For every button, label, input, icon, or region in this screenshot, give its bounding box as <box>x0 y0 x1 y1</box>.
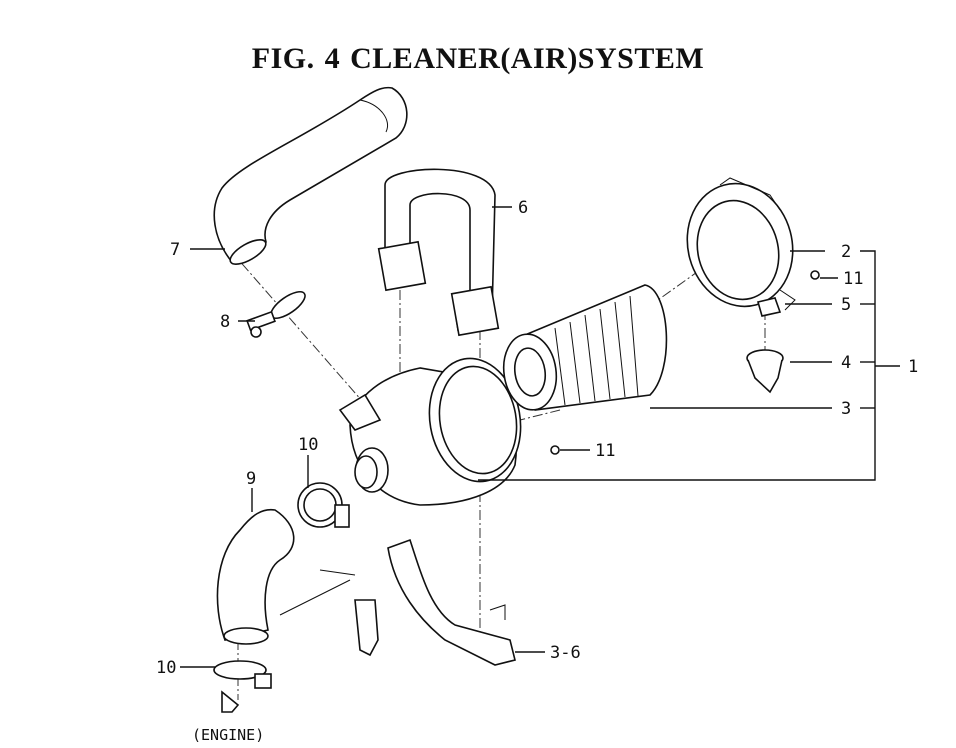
cleaner-cap <box>686 177 796 311</box>
callout-11-mid: 11 <box>595 441 615 461</box>
callout-7: 7 <box>170 240 180 260</box>
callout-10-mid: 10 <box>298 435 318 455</box>
callout-3-6: 3-6 <box>550 643 581 663</box>
callout-9: 9 <box>246 469 256 489</box>
callout-6: 6 <box>518 198 528 218</box>
callout-5: 5 <box>841 295 851 315</box>
hose-clamp-upper <box>246 290 306 338</box>
bracket-3-6 <box>279 538 516 666</box>
filter-element <box>502 284 668 411</box>
callout-11-top: 11 <box>843 269 863 289</box>
mounting-band <box>377 168 500 337</box>
callout-1: 1 <box>908 357 918 377</box>
leader-lines <box>180 206 900 668</box>
small-parts-11 <box>550 270 820 455</box>
evacuator-valve <box>746 349 784 394</box>
clip-5 <box>757 297 782 317</box>
lower-intake-hose <box>216 508 295 645</box>
hose-clamp-lower <box>213 660 272 713</box>
callout-3: 3 <box>841 399 851 419</box>
engine-label: (ENGINE) <box>192 726 264 744</box>
figure-title: FIG. 4 CLEANER(AIR)SYSTEM <box>251 42 705 75</box>
callout-8: 8 <box>220 312 230 332</box>
hose-clamp-middle <box>297 482 350 528</box>
callout-10-low: 10 <box>156 658 176 678</box>
upper-intake-hose <box>213 86 408 265</box>
callout-4: 4 <box>841 353 851 373</box>
air-cleaner-housing <box>338 357 522 506</box>
callout-2: 2 <box>841 242 851 262</box>
callout-labels: 6 7 8 2 11 5 4 1 3 11 10 9 10 3-6 (ENGIN… <box>156 198 918 744</box>
